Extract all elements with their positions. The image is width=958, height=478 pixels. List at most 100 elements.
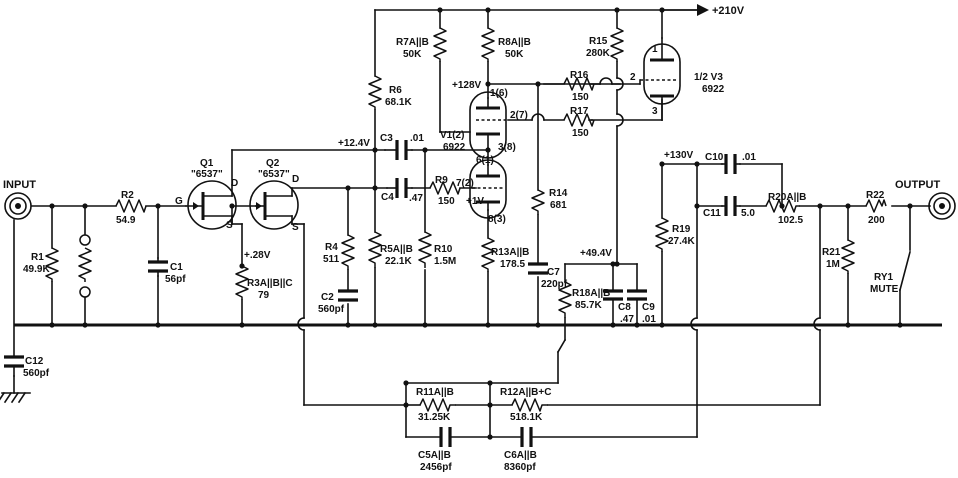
label-r12: R12A||B+C [500, 387, 551, 398]
resistor-r17 [563, 113, 595, 127]
resistor-r12 [511, 398, 548, 412]
capacitor-c10 [721, 154, 741, 174]
tube-v3-icon [639, 37, 681, 105]
value-r7: 50K [403, 49, 422, 60]
value-c12: 560pf [23, 368, 50, 379]
value-r19: 27.4K [668, 236, 695, 247]
label-c12: C12 [25, 356, 44, 367]
junction-dots [49, 7, 913, 440]
value-r14: 681 [550, 200, 567, 211]
label-r3: R3A||B||C [247, 278, 293, 289]
resistor-r2 [115, 199, 147, 213]
capacitor-c4 [386, 178, 413, 198]
pin-v1-7-2: 7(2) [456, 178, 474, 189]
label-c11: C11 [703, 208, 721, 219]
label-ry1: RY1 [874, 272, 894, 283]
capacitor-c5 [439, 427, 452, 447]
label-mute: MUTE [870, 284, 899, 295]
resistor-r20 [765, 199, 800, 213]
label-q2: Q2 [266, 158, 280, 169]
value-r6: 68.1K [385, 97, 412, 108]
voltage-130: +130V [664, 150, 694, 161]
value-r22: 200 [868, 215, 885, 226]
resistor-r6 [368, 75, 382, 110]
value-c8: .47 [620, 314, 634, 325]
resistor-r22 [865, 199, 887, 213]
value-c2: 560pf [318, 304, 345, 315]
output-jack-icon [928, 192, 956, 220]
jfet-q1-icon [185, 180, 237, 230]
jfet-q2-icon [249, 180, 299, 230]
voltage-128: +128V [452, 80, 482, 91]
resistor-r4 [341, 234, 355, 270]
value-r17: 150 [572, 128, 589, 139]
capacitor-c11 [721, 196, 741, 216]
label-c3: C3 [380, 133, 393, 144]
pin-v1-6-1: 6(1) [476, 155, 494, 166]
pin-q1-g: G [175, 196, 183, 207]
resistor-r13 [481, 237, 495, 272]
value-r8: 50K [505, 49, 524, 60]
label-r17: R17 [570, 106, 589, 117]
capacitor-c1 [148, 257, 168, 277]
resistor-r15 [610, 27, 624, 62]
value-r1: 49.9K [23, 264, 50, 275]
value-r15: 280K [586, 48, 611, 59]
label-r4: R4 [325, 242, 338, 253]
tube-v1-lower-icon [469, 159, 507, 219]
label-r19: R19 [672, 224, 691, 235]
pin-v3-1: 1 [652, 44, 658, 55]
voltage-494: +49.4V [580, 248, 612, 259]
input-label: INPUT [3, 179, 36, 191]
pin-v3-3: 3 [652, 106, 658, 117]
capacitor-c8 [603, 289, 623, 301]
capacitor-c6 [520, 427, 533, 447]
value-c6: 8360pf [504, 462, 536, 473]
label-r16: R16 [570, 70, 589, 81]
capacitor-c3 [384, 140, 413, 160]
resistor-r21 [841, 239, 855, 274]
value-c5: 2456pf [420, 462, 452, 473]
label-c5: C5A||B [418, 450, 451, 461]
label-c1: C1 [170, 262, 183, 273]
output-label: OUTPUT [895, 179, 941, 191]
label-c8: C8 [618, 302, 631, 313]
resistor-r16 [563, 77, 595, 91]
type-v3: 6922 [702, 84, 725, 95]
voltage-1: +1V [466, 196, 484, 207]
label-r15: R15 [589, 36, 608, 47]
label-r21: R21 [822, 247, 841, 258]
resistor-r11 [419, 398, 456, 412]
value-r18: 85.7K [575, 300, 602, 311]
pin-q1-d: D [231, 178, 238, 189]
label-r22: R22 [866, 190, 885, 201]
pin-v1-8-3: 8(3) [488, 214, 506, 225]
tube-v1-upper-icon [469, 91, 508, 159]
capacitor-c2 [338, 289, 358, 302]
label-r2: R2 [121, 190, 134, 201]
neon-lamp-icon [79, 234, 91, 298]
label-r1: R1 [31, 252, 44, 263]
resistor-r1 [45, 247, 59, 282]
value-c4: .47 [409, 193, 423, 204]
chassis-ground-icon [0, 375, 31, 404]
pin-q2-d: D [292, 174, 299, 185]
resistor-r3 [235, 265, 249, 300]
label-r6: R6 [389, 85, 402, 96]
value-r5: 22.1K [385, 256, 412, 267]
label-r18: R18A||B [572, 288, 610, 299]
type-q2: "6537" [258, 169, 290, 180]
value-r3: 79 [258, 290, 270, 301]
type-q1: "6537" [191, 169, 223, 180]
value-r21: 1M [826, 259, 840, 270]
voltage-028: +.28V [244, 250, 271, 261]
component-labels: R1 49.9K R2 54.9 C1 56pf Q1 "6537" Q2 "6… [23, 36, 899, 473]
resistor-r8 [481, 27, 495, 62]
value-r16: 150 [572, 92, 589, 103]
resistor-r10 [418, 231, 432, 268]
label-c2: C2 [321, 292, 334, 303]
value-c3: .01 [410, 133, 424, 144]
value-c10: .01 [742, 152, 756, 163]
value-r4: 511 [323, 254, 340, 265]
